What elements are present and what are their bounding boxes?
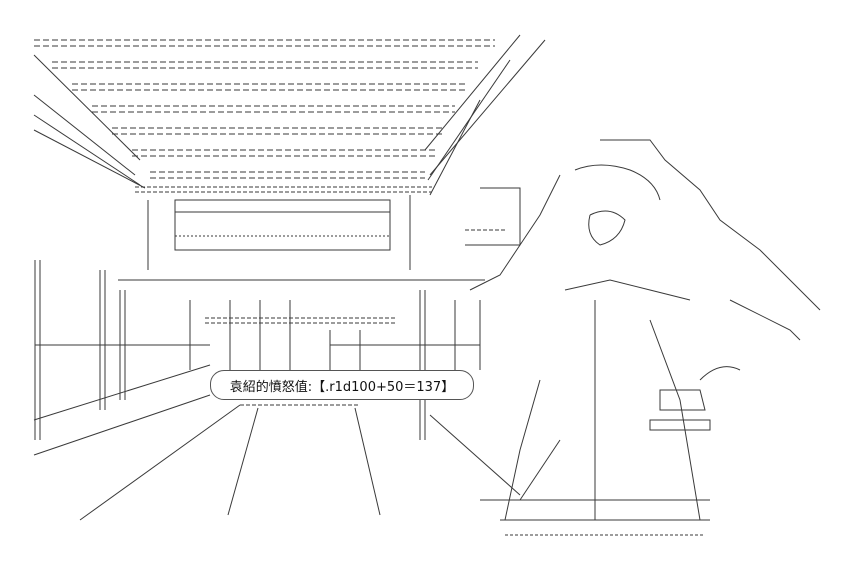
dice-roll-result: 袁紹的憤怒值:【.r1d100+50＝137】 — [210, 370, 474, 400]
central-frame — [118, 186, 485, 324]
banner-stack — [34, 39, 495, 179]
speed-lines-right — [424, 34, 546, 196]
floor-perspective — [227, 404, 521, 516]
character-figure — [465, 139, 821, 536]
dice-roll-label: 袁紹的憤怒值:【.r1d100+50＝137】 — [229, 379, 455, 395]
vertical-columns — [34, 260, 481, 440]
speed-lines-left — [33, 54, 241, 521]
